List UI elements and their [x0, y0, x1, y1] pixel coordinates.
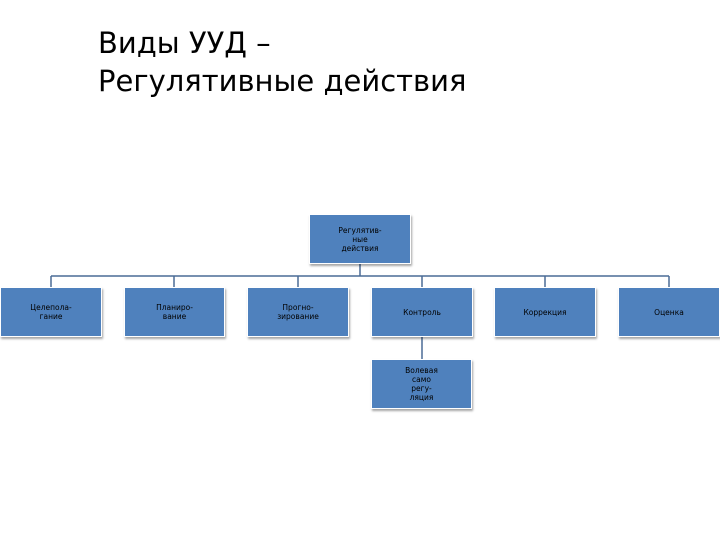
- title-line-2: Регулятивные действия: [98, 64, 467, 98]
- node-evaluation: Оценка: [618, 287, 720, 337]
- slide-title: Виды УУД – Регулятивные действия: [98, 24, 466, 100]
- node-control: Контроль: [371, 287, 473, 337]
- node-forecasting: Прогно- зирование: [247, 287, 349, 337]
- node-planning: Планиро- вание: [124, 287, 225, 337]
- node-correction: Коррекция: [494, 287, 596, 337]
- node-goal-setting: Целепола- гание: [0, 287, 102, 337]
- node-regulatory-actions: Регулятив- ные действия: [309, 214, 411, 264]
- title-line-1: Виды УУД –: [98, 26, 271, 60]
- node-volitional-self-regulation: Волевая само регу- ляция: [371, 359, 472, 409]
